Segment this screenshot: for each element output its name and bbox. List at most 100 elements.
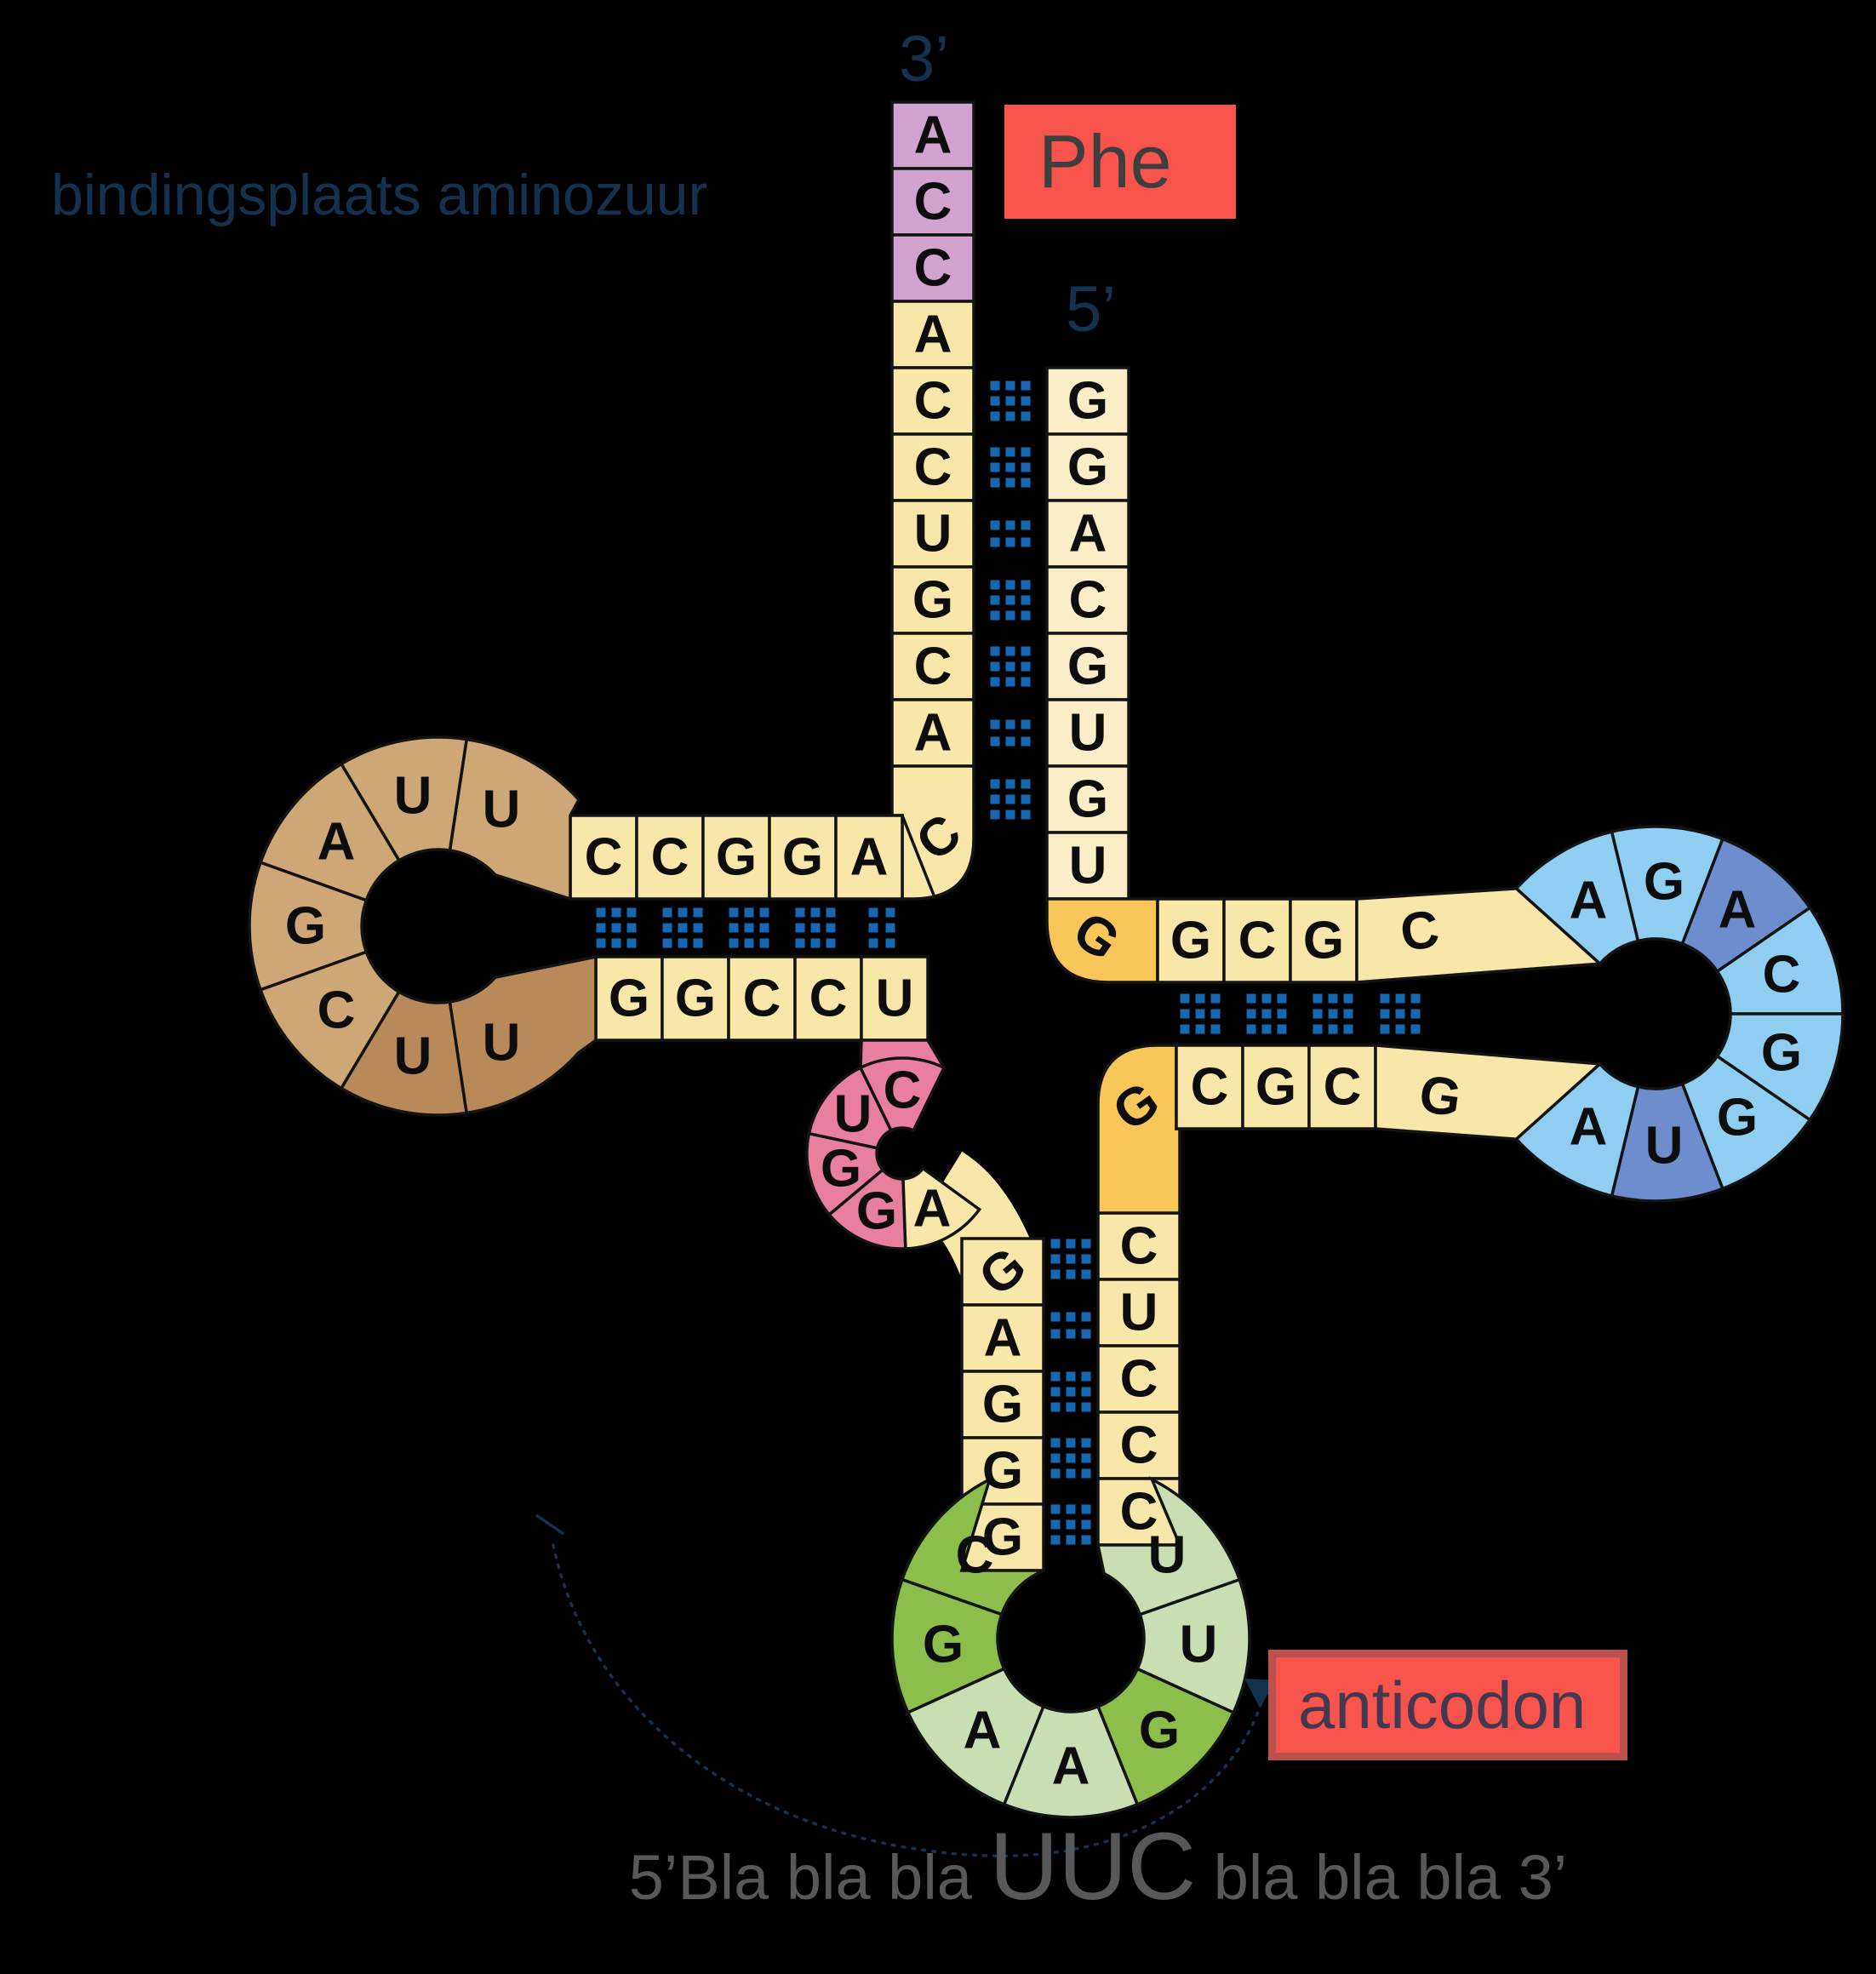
- hydrogen-bond-dots: [990, 779, 1031, 820]
- base-letter: G: [1416, 1064, 1464, 1128]
- base-cell-acceptor-3p: [890, 698, 975, 768]
- base-letter: G: [982, 1508, 1023, 1567]
- base-letter: G: [1717, 1089, 1758, 1147]
- base-cell-variable: [826, 1167, 907, 1250]
- base-letter: C: [914, 438, 952, 497]
- base-letter: C: [914, 638, 952, 696]
- base-cell-variable: [805, 1131, 885, 1217]
- base-letter: U: [876, 970, 914, 1028]
- base-cell-anticodon-left: [960, 1370, 1045, 1439]
- loop-cell: [1514, 1061, 1640, 1199]
- loop-cell: [1002, 1704, 1140, 1819]
- base-letter: G: [782, 828, 823, 887]
- base-cell-variable: [807, 1065, 894, 1150]
- hydrogen-bond-dots: [1050, 1438, 1091, 1479]
- base-cell-acceptor-5p: [1045, 764, 1130, 834]
- base-letter: A: [1570, 872, 1608, 930]
- base-letter: G: [982, 1376, 1023, 1434]
- base-cell-acceptor-5p: [1045, 831, 1130, 901]
- base-letter: A: [1069, 505, 1107, 564]
- hydrogen-bond-dots: [1180, 993, 1221, 1034]
- loop-cell: [1680, 1054, 1812, 1191]
- base-letter: G: [1303, 912, 1344, 970]
- base-cell-bend-orange: [1045, 897, 1159, 984]
- base-letter: C: [1763, 946, 1801, 1004]
- hydrogen-bond-dots: [596, 907, 637, 948]
- base-letter: A: [964, 1702, 1002, 1760]
- base-cell-anticodon-left: [960, 1303, 1045, 1373]
- mrna-codon-caption: 5’Bla bla bla UUC bla bla bla 3’: [332, 1811, 1864, 1921]
- hydrogen-bond-dots: [662, 907, 703, 948]
- base-cell-anticodon-right: [1096, 1344, 1181, 1414]
- loop-cell: [1135, 1577, 1251, 1715]
- loop-cell-attached: [448, 737, 581, 901]
- hydrogen-bond-dots: [795, 907, 836, 948]
- base-cell-acceptor-5p: [1045, 499, 1130, 569]
- base-letter: G: [285, 897, 326, 956]
- base-letter: U: [394, 1027, 432, 1086]
- hydrogen-bond-dots: [990, 447, 1031, 488]
- loop-cell: [258, 950, 402, 1090]
- base-letter: A: [850, 828, 889, 887]
- base-letter: G: [1170, 912, 1211, 970]
- base-letter: C: [914, 372, 952, 431]
- base-letter: C: [585, 828, 623, 887]
- caption-suffix: bla bla bla 3’: [1196, 1842, 1568, 1913]
- base-cell-d-top: [701, 814, 771, 901]
- base-cell-t-top: [1289, 897, 1358, 984]
- base-letter: C: [1397, 900, 1443, 964]
- base-cell-t-bottom: [1307, 1044, 1377, 1130]
- base-letter: A: [1052, 1737, 1090, 1796]
- base-letter: G: [1067, 372, 1108, 431]
- base-letter: G: [912, 571, 953, 630]
- base-letter: G: [923, 1616, 964, 1674]
- base-letter: C: [1120, 1217, 1158, 1276]
- anticodon-box-label: anticodon: [1298, 1667, 1587, 1742]
- base-cell-acceptor-3p: [890, 632, 975, 701]
- hydrogen-bond-dots: [1050, 1239, 1091, 1279]
- base-letter: G: [856, 1182, 897, 1241]
- loop-cell: [1514, 829, 1640, 966]
- loop-cell: [1715, 1012, 1845, 1123]
- hydrogen-bond-dots: [1246, 993, 1287, 1034]
- base-letter: G: [716, 828, 757, 887]
- base-cell-anticodon-left: [960, 1237, 1045, 1307]
- loop-cell: [339, 989, 469, 1117]
- loop-cell: [1610, 825, 1725, 947]
- base-cell-acceptor-5p: [1045, 698, 1130, 768]
- loop-cell: [258, 762, 402, 902]
- base-letter: G: [1761, 1024, 1802, 1083]
- hydrogen-bond-dots: [990, 520, 1031, 547]
- base-letter: G: [1067, 770, 1108, 829]
- base-letter: U: [394, 767, 432, 826]
- base-cell-anticodon-right: [1096, 1278, 1181, 1347]
- base-letter: C: [914, 239, 952, 298]
- base-letter: G: [609, 970, 649, 1028]
- base-letter: U: [1120, 1284, 1158, 1342]
- base-letter: C: [651, 828, 689, 887]
- loop-cell: [1715, 905, 1845, 1016]
- base-cell-acceptor-3p-bend: [890, 764, 975, 901]
- base-letter: C: [884, 1061, 922, 1120]
- base-cell-t-bottom: [1241, 1044, 1311, 1130]
- base-letter: A: [914, 704, 952, 763]
- base-cell-d-bottom: [594, 955, 664, 1042]
- base-letter: G: [1067, 638, 1108, 696]
- hydrogen-bond-dots: [868, 907, 895, 948]
- base-letter: G: [821, 1140, 861, 1199]
- loop-cell: [906, 1667, 1046, 1807]
- base-letter: U: [834, 1085, 872, 1144]
- base-letter: U: [483, 781, 521, 839]
- base-letter: U: [914, 505, 952, 564]
- base-letter: A: [1570, 1098, 1608, 1157]
- base-cell-d-top: [768, 814, 838, 901]
- caption-prefix: 5’Bla bla bla: [628, 1842, 990, 1913]
- amino-acid-box: Phe: [1004, 105, 1236, 219]
- base-letter: G: [1139, 1702, 1180, 1760]
- base-letter: G: [1067, 438, 1108, 497]
- base-letter: C: [1120, 1416, 1158, 1475]
- base-cell-acceptor-3p: [890, 366, 975, 436]
- base-letter: C: [1324, 1058, 1362, 1117]
